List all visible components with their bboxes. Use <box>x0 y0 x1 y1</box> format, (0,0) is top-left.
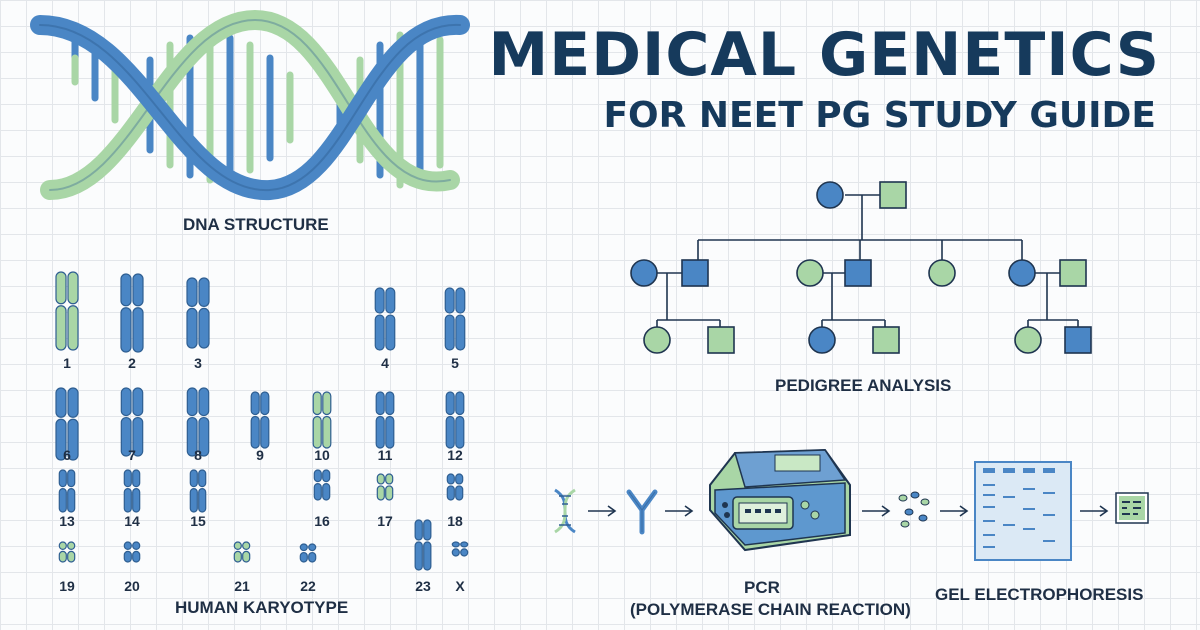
chromosome-icon <box>414 519 432 571</box>
chromosome-number-label: 23 <box>415 578 431 594</box>
chromosome-number-label: 2 <box>128 355 136 371</box>
chromosome-number-label: 13 <box>59 513 75 529</box>
chromosome-number-label: 16 <box>314 513 330 529</box>
chromosome-icon <box>374 287 396 351</box>
chromosome-number-label: 17 <box>377 513 393 529</box>
dna-small-icon <box>554 488 576 534</box>
chromosome-icon <box>123 469 141 513</box>
analysis-screen-icon <box>1115 492 1149 524</box>
chromosome-icon <box>186 277 210 349</box>
chromosome-icon <box>299 543 317 563</box>
arrow-right-icon <box>588 505 617 517</box>
chromosome-number-label: 12 <box>447 447 463 463</box>
chromosome-number-label: 11 <box>377 447 393 463</box>
gel-electrophoresis-label: GEL ELECTROPHORESIS <box>935 585 1144 604</box>
pcr-machine-icon <box>709 448 851 552</box>
chromosome-icon <box>120 273 144 353</box>
chromosome-icon <box>446 473 464 501</box>
chromosome-number-label: 22 <box>300 578 316 594</box>
page-title: MEDICAL GENETICS <box>488 20 1160 90</box>
chromosome-number-label: 10 <box>314 447 330 463</box>
chromosome-number-label: 21 <box>234 578 250 594</box>
gel-electrophoresis-icon <box>974 461 1072 561</box>
chromosome-number-label: 18 <box>447 513 463 529</box>
primer-icon <box>626 489 658 535</box>
chromosome-icon <box>375 391 395 449</box>
chromosome-icon <box>123 541 141 563</box>
chromosome-number-label: 5 <box>451 355 459 371</box>
chromosome-icon <box>451 541 469 557</box>
chromosome-number-label: 8 <box>194 447 202 463</box>
arrow-right-icon <box>665 505 694 517</box>
chromosome-icon <box>445 391 465 449</box>
human-karyotype-label: HUMAN KARYOTYPE <box>175 598 349 617</box>
chromosome-icon <box>58 469 76 513</box>
chromosome-icon <box>120 387 144 457</box>
chromosome-icon <box>444 287 466 351</box>
dna-helix-icon <box>30 9 470 201</box>
chromosome-icon <box>313 469 331 501</box>
pedigree-analysis-label: PEDIGREE ANALYSIS <box>775 376 952 395</box>
chromosome-number-label: 7 <box>128 447 136 463</box>
chromosome-icon <box>312 391 332 449</box>
chromosome-number-label: 9 <box>256 447 264 463</box>
chromosome-icon <box>186 387 210 457</box>
chromosome-number-label: X <box>455 578 465 594</box>
pcr-label: PCR <box>744 578 780 597</box>
chromosome-icon <box>233 541 251 563</box>
pedigree-chart <box>630 181 1092 354</box>
pcr-full-label: (POLYMERASE CHAIN REACTION) <box>630 600 911 619</box>
dna-structure-label: DNA STRUCTURE <box>183 215 329 234</box>
chromosome-number-label: 6 <box>63 447 71 463</box>
chromosome-number-label: 15 <box>190 513 206 529</box>
chromosome-icon <box>376 473 394 501</box>
chromosome-number-label: 1 <box>63 355 71 371</box>
amplified-dna-icon <box>898 491 930 528</box>
arrow-right-icon <box>1080 505 1109 517</box>
chromosome-number-label: 4 <box>381 355 389 371</box>
chromosome-number-label: 19 <box>59 578 75 594</box>
chromosome-icon <box>55 387 79 461</box>
chromosome-icon <box>55 271 79 351</box>
arrow-right-icon <box>940 505 969 517</box>
chromosome-number-label: 3 <box>194 355 202 371</box>
chromosome-icon <box>189 469 207 513</box>
chromosome-number-label: 14 <box>124 513 140 529</box>
arrow-right-icon <box>862 505 891 517</box>
chromosome-number-label: 20 <box>124 578 140 594</box>
page-subtitle: FOR NEET PG STUDY GUIDE <box>603 95 1156 136</box>
chromosome-icon <box>250 391 270 449</box>
karyotype-chromosomes <box>55 271 469 571</box>
chromosome-icon <box>58 541 76 563</box>
